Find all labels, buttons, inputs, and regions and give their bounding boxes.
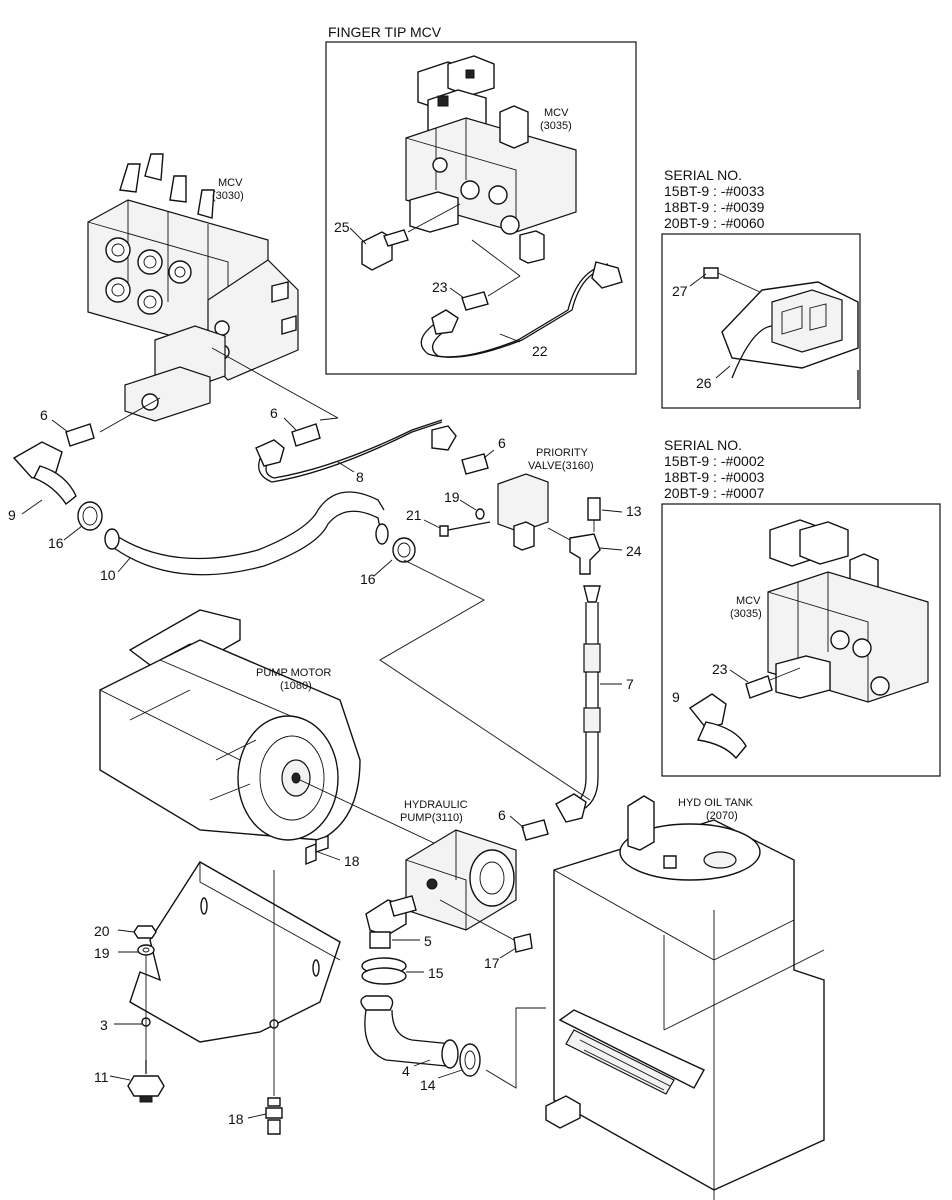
pump-motor-label-2: (1080) [280, 680, 312, 692]
mcv-serial-label-1: MCV [736, 595, 761, 607]
priority-valve-label-2: VALVE(3160) [528, 460, 594, 472]
mcv-main-label-2: (3030) [212, 190, 244, 202]
callout-5: 5 [424, 933, 432, 949]
serial-b-line-2: 18BT-9 : -#0003 [664, 469, 765, 485]
tank-label-1: HYD OIL TANK [678, 797, 754, 809]
tank-label-2: (2070) [706, 810, 738, 822]
finger-tip-mcv-inset: FINGER TIP MCV [325, 24, 637, 375]
serial-b-line-1: 15BT-9 : -#0002 [664, 453, 765, 469]
callout-22: 22 [532, 343, 548, 359]
callout-9-left: 9 [8, 507, 16, 523]
callout-6-left: 6 [40, 407, 48, 423]
hose-and-fitting-group: PRIORITY VALVE(3160) [12, 347, 601, 841]
priority-valve-label-1: PRIORITY [536, 447, 589, 459]
serial-a-bracket-assembly [703, 267, 859, 400]
callout-7: 7 [626, 676, 634, 692]
callout-15: 15 [428, 965, 444, 981]
serial-b-title: SERIAL NO. [664, 437, 742, 453]
callout-3: 3 [100, 1017, 108, 1033]
callout-23-top: 23 [432, 279, 448, 295]
callout-6-pump: 6 [498, 807, 506, 823]
hydraulic-oil-tank: HYD OIL TANK (2070) [545, 795, 825, 1200]
serial-b-line-3: 20BT-9 : -#0007 [664, 485, 765, 501]
callout-10: 10 [100, 567, 116, 583]
callout-13: 13 [626, 503, 642, 519]
pump-motor: PUMP MOTOR (1080) [99, 609, 471, 861]
serial-inset-a: SERIAL NO. 15BT-9 : -#0033 18BT-9 : -#00… [661, 167, 861, 409]
serial-b-mcv-assembly: MCV (3035) [688, 519, 929, 760]
callout-14: 14 [420, 1077, 436, 1093]
callout-16-left: 16 [48, 535, 64, 551]
callout-18-bottom: 18 [228, 1111, 244, 1127]
motor-mount-bracket [127, 835, 341, 1135]
callout-21: 21 [406, 507, 422, 523]
callout-8: 8 [356, 469, 364, 485]
mcv-serial-label-2: (3035) [730, 608, 762, 620]
callout-19-top: 19 [444, 489, 460, 505]
serial-a-title: SERIAL NO. [664, 167, 742, 183]
callout-labels: 25 23 22 27 26 6 6 6 6 9 16 10 8 19 21 1… [8, 219, 749, 1127]
callout-6-priority: 6 [498, 435, 506, 451]
finger-tip-control-valve: MCV (3035) [361, 55, 623, 358]
serial-inset-b: SERIAL NO. 15BT-9 : -#0002 18BT-9 : -#00… [661, 437, 941, 777]
callout-17: 17 [484, 955, 500, 971]
main-control-valve: MCV (3030) [87, 153, 299, 422]
callout-27: 27 [672, 283, 688, 299]
callout-23-right: 23 [712, 661, 728, 677]
pump-motor-label-1: PUMP MOTOR [256, 667, 331, 679]
callout-19-bottom: 19 [94, 945, 110, 961]
callout-24: 24 [626, 543, 642, 559]
mcv-finger-label-2: (3035) [540, 120, 572, 132]
callout-4: 4 [402, 1063, 410, 1079]
finger-tip-title: FINGER TIP MCV [328, 24, 442, 40]
callout-18-top: 18 [344, 853, 360, 869]
callout-9-right: 9 [672, 689, 680, 705]
mcv-main-label-1: MCV [218, 177, 243, 189]
callout-6-mid: 6 [270, 405, 278, 421]
callout-16-right: 16 [360, 571, 376, 587]
hydraulic-pump: HYDRAULIC PUMP(3110) [360, 799, 546, 1089]
callout-26: 26 [696, 375, 712, 391]
callout-20: 20 [94, 923, 110, 939]
hydraulic-pump-label-1: HYDRAULIC [404, 799, 468, 811]
serial-a-line-2: 18BT-9 : -#0039 [664, 199, 765, 215]
serial-a-line-1: 15BT-9 : -#0033 [664, 183, 765, 199]
serial-a-line-3: 20BT-9 : -#0060 [664, 215, 765, 231]
callout-11: 11 [94, 1069, 109, 1085]
callout-25: 25 [334, 219, 350, 235]
mcv-finger-label-1: MCV [544, 107, 569, 119]
hydraulic-pump-label-2: PUMP(3110) [400, 812, 463, 824]
